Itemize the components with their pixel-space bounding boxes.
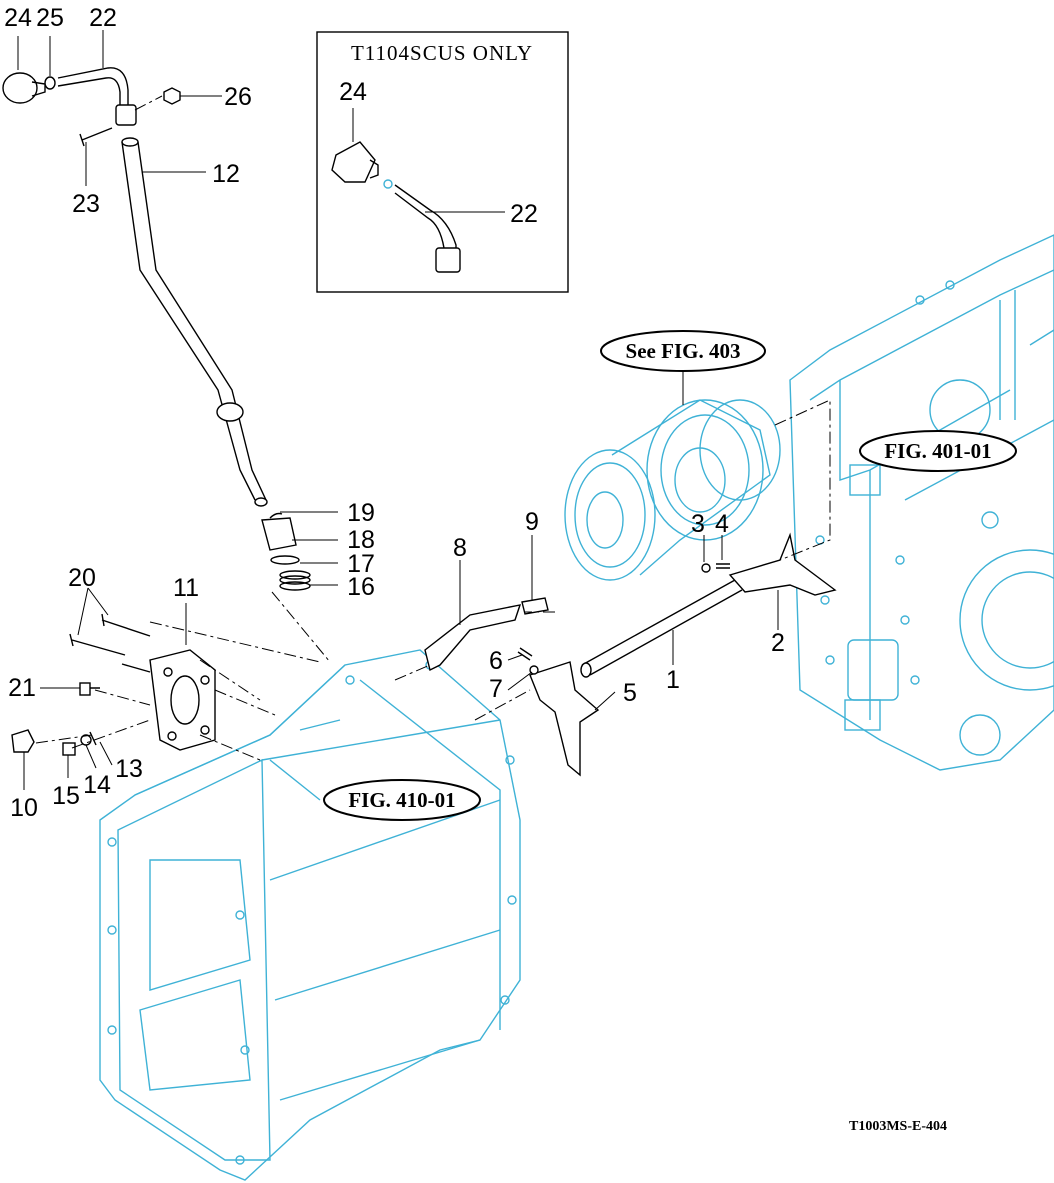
callout-25: 25 [36, 4, 64, 32]
reference-fig-410-01: FIG. 410-01 [323, 779, 481, 821]
callout-6: 6 [489, 647, 503, 675]
inset-title: T1104SCUS ONLY [351, 41, 533, 65]
reference-fig-410-01-label: FIG. 410-01 [348, 788, 455, 812]
reference-fig-403: See FIG. 403 [600, 330, 766, 405]
callout-19: 19 [347, 499, 375, 527]
callout-20: 20 [68, 564, 96, 592]
callout-7: 7 [489, 675, 503, 703]
callout-21: 21 [8, 674, 36, 702]
callout-26: 26 [224, 83, 252, 111]
reference-fig-401-01-label: FIG. 401-01 [884, 439, 991, 463]
callout-9: 9 [525, 508, 539, 536]
callout-24: 24 [4, 4, 32, 32]
drawing-number: T1003MS-E-404 [849, 1119, 947, 1134]
inset-box: T1104SCUS ONLY 24 22 [316, 31, 569, 293]
callout-23: 23 [72, 190, 100, 218]
reference-fig-401-01: FIG. 401-01 [859, 430, 1017, 472]
callout-13: 13 [115, 755, 143, 783]
inset-callout-24: 24 [339, 78, 367, 106]
callout-14: 14 [83, 771, 111, 799]
callout-15: 15 [52, 782, 80, 810]
callout-2: 2 [771, 629, 785, 657]
relation-lines [35, 95, 831, 761]
callout-17: 17 [347, 550, 375, 578]
callout-16: 16 [347, 573, 375, 601]
inset-nut [383, 179, 393, 189]
callout-8: 8 [453, 534, 467, 562]
callout-18: 18 [347, 526, 375, 554]
callout-10: 10 [10, 794, 38, 822]
callout-4: 4 [715, 510, 729, 538]
callout-22: 22 [89, 4, 117, 32]
callout-12: 12 [212, 160, 240, 188]
callout-5: 5 [623, 679, 637, 707]
shift-lever-parts [2, 67, 837, 777]
gear-assembly [564, 399, 781, 581]
front-housing [99, 649, 521, 1181]
reference-fig-403-label: See FIG. 403 [626, 339, 741, 363]
inset-callout-22: 22 [510, 200, 538, 228]
callout-3: 3 [691, 510, 705, 538]
callout-1: 1 [666, 666, 680, 694]
callout-numbers: 24 25 22 26 23 12 19 18 17 16 20 11 21 1… [4, 4, 785, 822]
callout-11: 11 [173, 574, 199, 602]
callout-leaders [17, 30, 779, 790]
